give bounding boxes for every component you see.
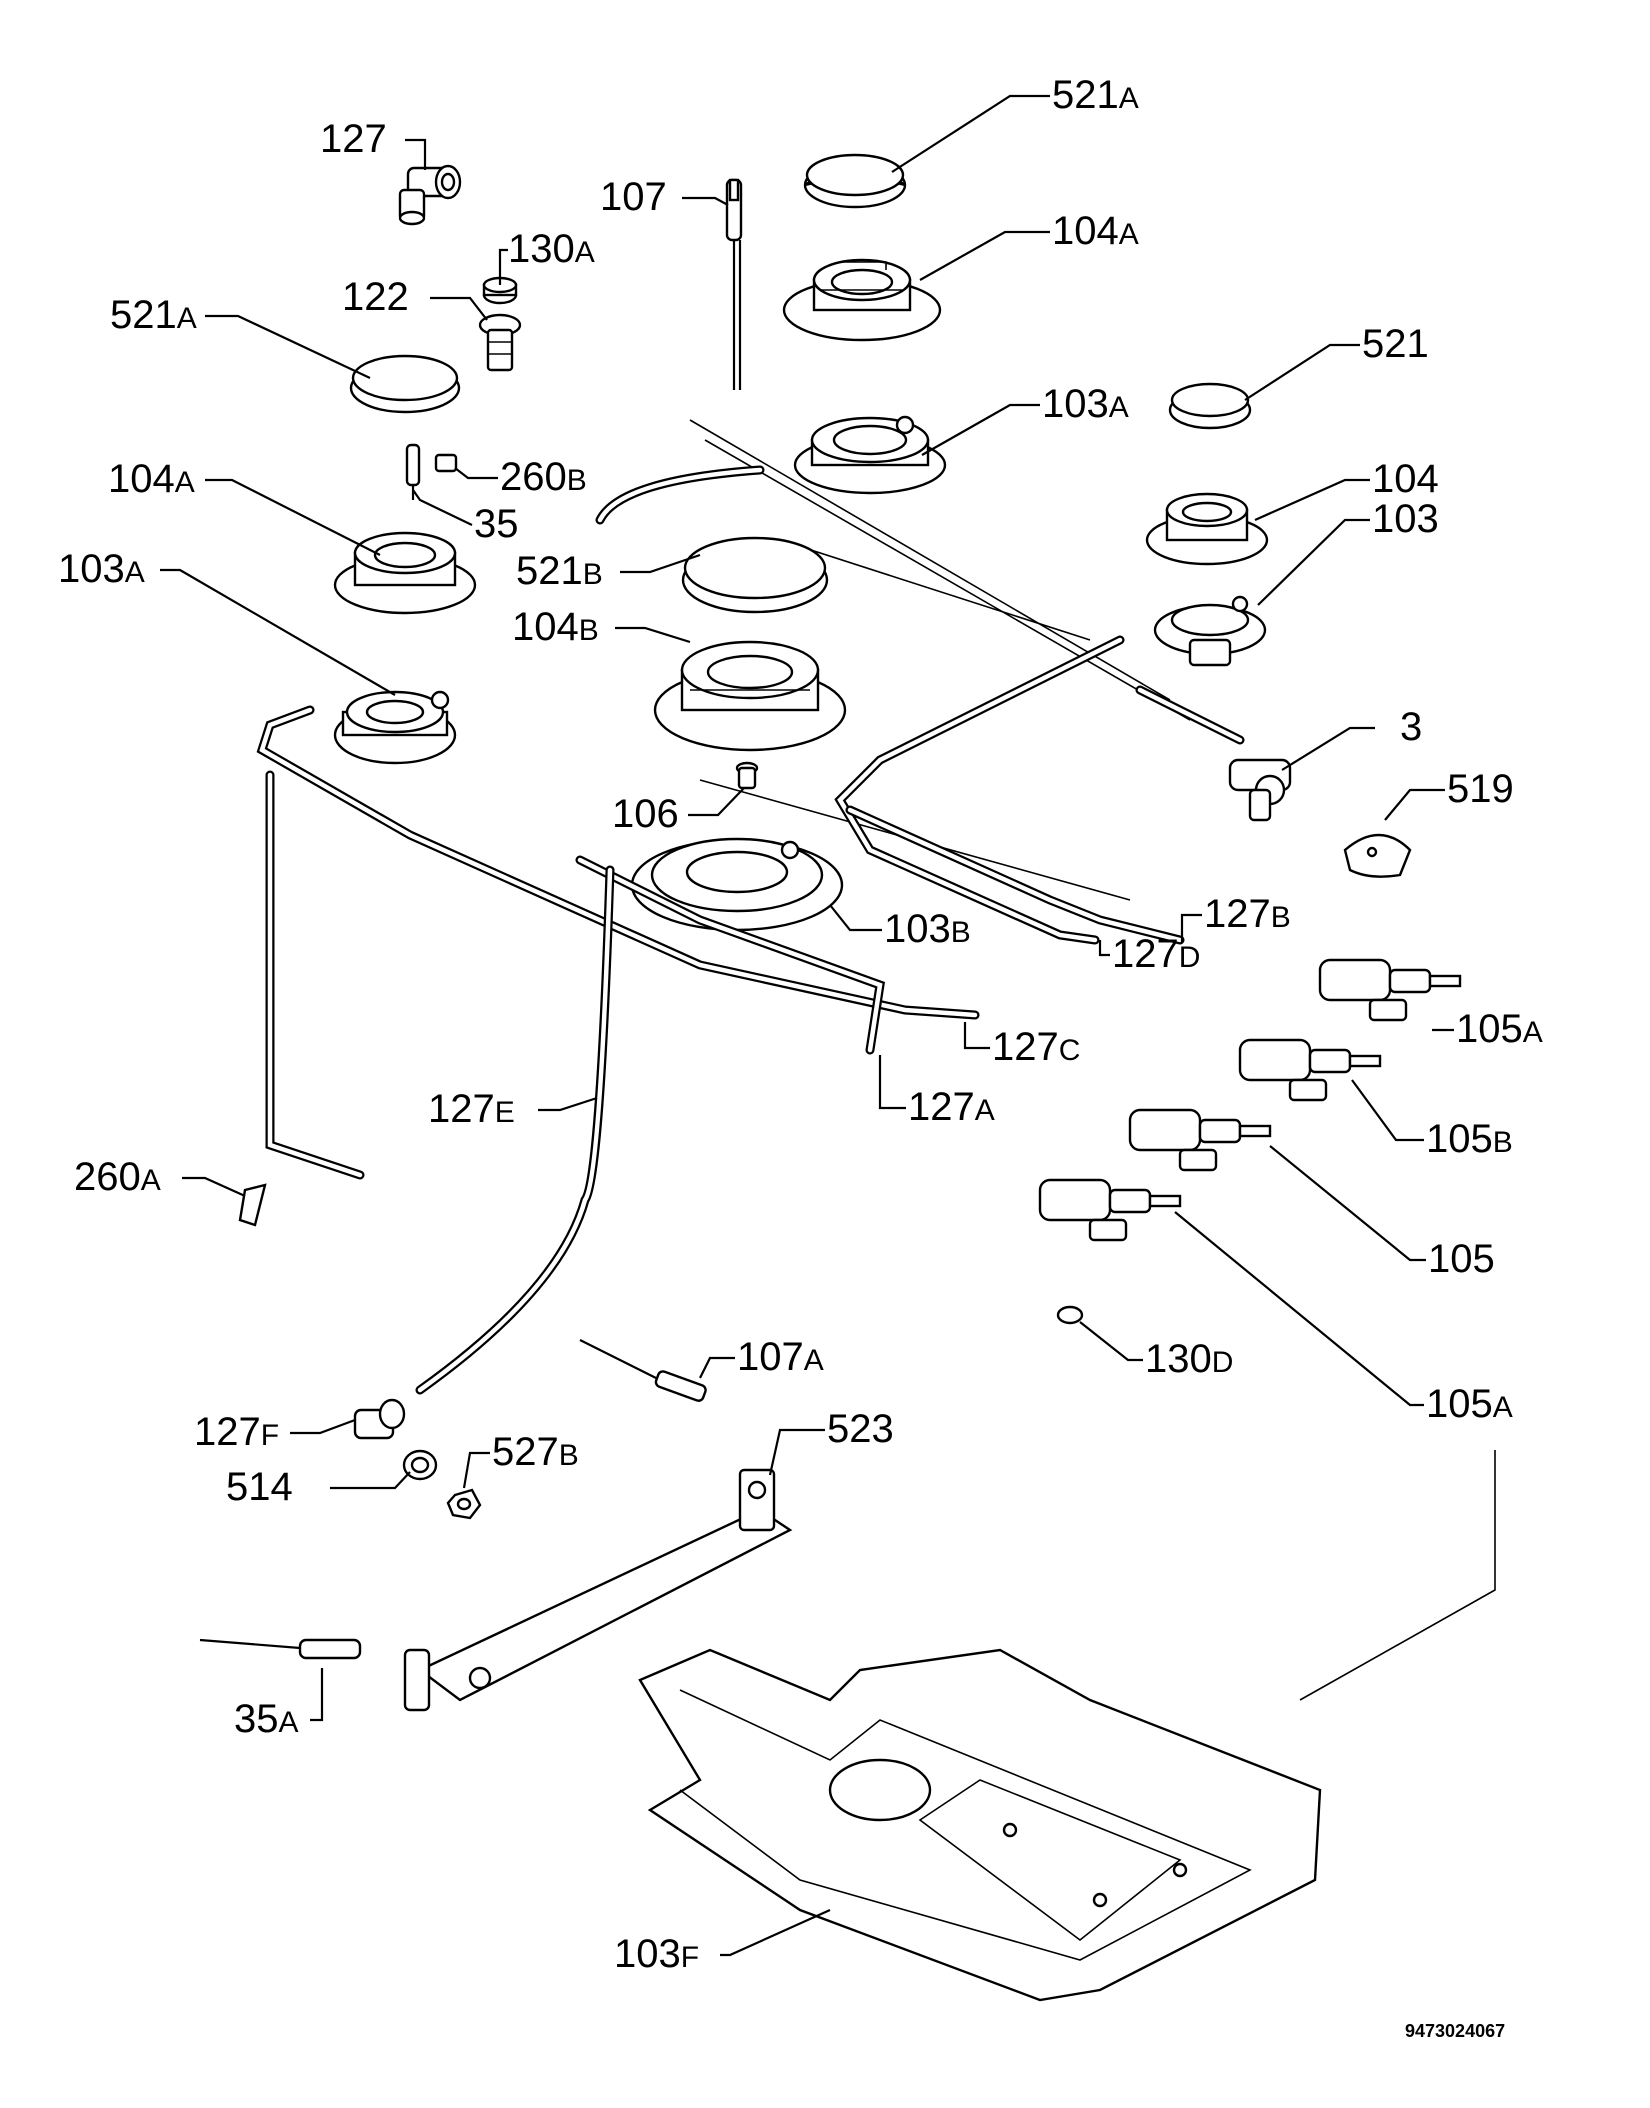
label-127C: 127C <box>992 1025 1080 1069</box>
gas-pipes <box>256 465 1245 1395</box>
burner-cap-521B <box>681 536 829 614</box>
label-35A: 35A <box>234 1697 299 1741</box>
label-519: 519 <box>1447 767 1514 811</box>
injector-122 <box>478 313 522 372</box>
label-103A-left: 103A <box>58 547 145 591</box>
label-127: 127 <box>320 117 387 161</box>
label-3: 3 <box>1400 705 1422 749</box>
burner-crown-104A-left <box>333 531 477 615</box>
label-105A-lower: 105A <box>1426 1382 1513 1426</box>
burner-base-103B <box>630 837 844 932</box>
label-104: 104 <box>1372 457 1439 501</box>
gas-tap-105B <box>1238 1038 1382 1102</box>
burner-cap-521A-top <box>803 153 907 209</box>
burner-crown-104 <box>1145 492 1269 566</box>
spark-electrode-35 <box>405 443 458 500</box>
clip-519 <box>1343 833 1412 878</box>
label-122: 122 <box>342 275 409 319</box>
nut-527B <box>446 1488 482 1520</box>
label-107A: 107A <box>737 1335 824 1379</box>
label-103F: 103F <box>614 1932 699 1976</box>
gas-tap-105 <box>1128 1108 1272 1172</box>
label-260B: 260B <box>500 455 587 499</box>
part-labels: 127 107 521A 130A 104A 122 521A 521 103A… <box>58 73 1543 2041</box>
burner-crown-104B <box>653 640 847 752</box>
burner-cap-521 <box>1168 382 1252 430</box>
label-130A: 130A <box>508 227 595 271</box>
diagram-reference-number: 9473024067 <box>1405 2021 1505 2041</box>
label-104B: 104B <box>512 605 599 649</box>
bracket-rail-523 <box>403 1468 793 1712</box>
valve-3 <box>1228 758 1292 822</box>
label-521A-left: 521A <box>110 293 197 337</box>
label-260A: 260A <box>74 1155 161 1199</box>
label-523: 523 <box>827 1407 894 1451</box>
burner-crown-104A-top <box>782 258 942 342</box>
label-521B: 521B <box>516 549 603 593</box>
label-107: 107 <box>600 175 667 219</box>
leader-105A-plate <box>1299 1450 1496 1701</box>
label-104A-left: 104A <box>108 457 195 501</box>
thermocouple-107 <box>725 178 743 390</box>
label-103: 103 <box>1372 497 1439 541</box>
label-106: 106 <box>612 792 679 836</box>
label-130D: 130D <box>1145 1337 1233 1381</box>
elbow-fitting-127 <box>398 164 462 226</box>
label-521: 521 <box>1362 322 1429 366</box>
label-103B: 103B <box>884 907 971 951</box>
spark-electrode-35A <box>199 1638 362 1660</box>
burner-base-103A-left <box>333 690 457 765</box>
nut-130D <box>1056 1305 1084 1325</box>
label-105B: 105B <box>1426 1117 1513 1161</box>
gas-tap-105A-lower <box>1038 1178 1182 1242</box>
hob-base-plate-103F <box>638 1648 1322 2002</box>
label-35: 35 <box>474 502 519 546</box>
parts-drawings <box>199 153 1496 2002</box>
label-105: 105 <box>1428 1237 1495 1281</box>
label-103A-top: 103A <box>1042 382 1129 426</box>
label-521A-top: 521A <box>1052 73 1139 117</box>
label-105A-upper: 105A <box>1456 1007 1543 1051</box>
thermocouple-107A <box>579 1339 707 1402</box>
label-127D: 127D <box>1112 932 1200 976</box>
elbow-127F <box>353 1398 406 1440</box>
label-127E: 127E <box>428 1087 515 1131</box>
burner-base-103 <box>1153 595 1267 667</box>
label-514: 514 <box>226 1465 293 1509</box>
burner-base-103A-top <box>793 415 947 495</box>
burner-cap-521A-left <box>349 354 461 414</box>
label-127B: 127B <box>1204 892 1291 936</box>
gas-tap-105A-upper <box>1318 958 1462 1022</box>
injector-106 <box>735 761 759 790</box>
label-127A: 127A <box>908 1085 995 1129</box>
leader-lines <box>160 94 1454 1957</box>
nut-514 <box>402 1449 438 1481</box>
label-104A-top: 104A <box>1052 209 1139 253</box>
clip-260A <box>238 1183 267 1227</box>
label-127F: 127F <box>194 1410 279 1454</box>
label-527B: 527B <box>492 1430 579 1474</box>
